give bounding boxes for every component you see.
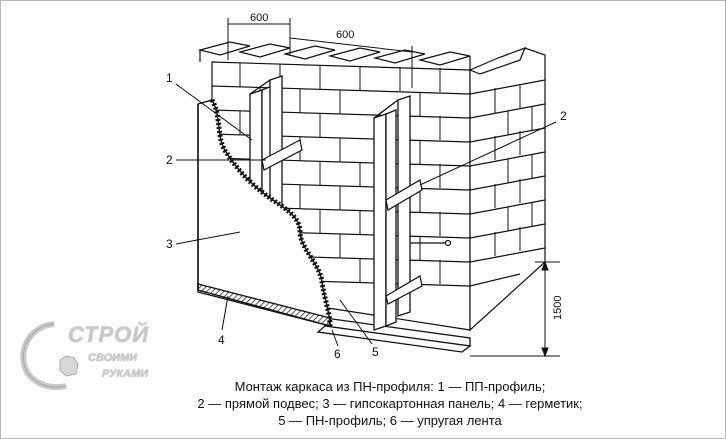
callout-1: 1 [166, 71, 173, 85]
drywall-panel [197, 98, 333, 327]
callout-2-left: 2 [166, 153, 173, 167]
dimension-lines [227, 18, 560, 358]
side-brick-wall [468, 46, 546, 332]
caption-line-1: Монтаж каркаса из ПН-профиля: 1 — ПП-про… [234, 379, 546, 394]
watermark-logo: СТРОЙ СВОИМИ РУКАМИ [14, 316, 194, 392]
caption-line-2: 2 — прямой подвес; 3 — гипсокартонная па… [197, 396, 583, 411]
dimension-top-left: 600 [250, 12, 268, 24]
stud-profile-right [373, 95, 411, 331]
leader-lines [175, 83, 557, 347]
wall-top-bricks [197, 41, 471, 70]
callout-6: 6 [334, 347, 341, 361]
logo-text-line2: СВОИМИ [88, 352, 138, 364]
callout-3: 3 [166, 237, 173, 251]
logo-text-line1: СТРОЙ [68, 322, 150, 347]
logo-text-line3: РУКАМИ [102, 368, 149, 380]
callout-4: 4 [218, 333, 225, 347]
callout-5: 5 [372, 345, 379, 359]
dimension-top-right: 600 [336, 29, 354, 41]
callout-2-right: 2 [560, 109, 567, 123]
caption-line-3: 5 — ПН-профиль; 6 — упругая лента [278, 413, 502, 428]
figure-caption: Монтаж каркаса из ПН-профиля: 1 — ПП-про… [140, 378, 640, 429]
dimension-height: 1500 [552, 296, 564, 320]
logo-emblem-icon [20, 321, 79, 390]
floor-runner-profile [316, 317, 472, 353]
